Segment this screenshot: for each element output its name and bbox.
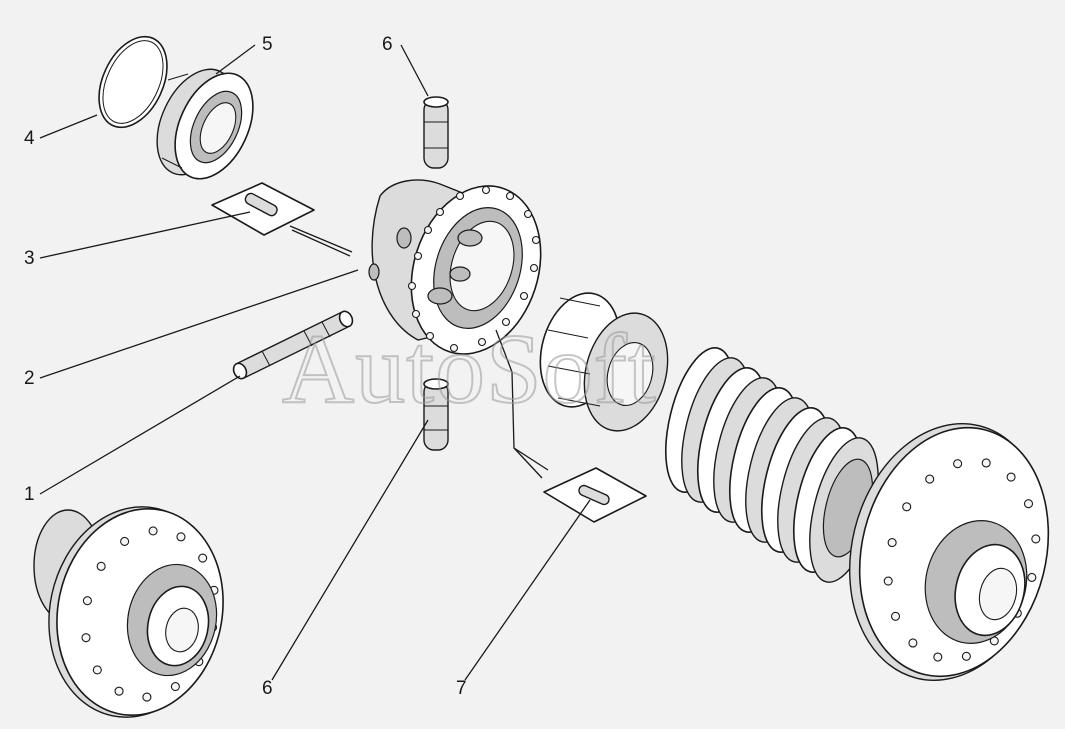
right-gear-hub-assembly <box>848 423 1050 681</box>
part-3-pin-inset <box>211 182 353 257</box>
bolt-hole <box>981 458 991 468</box>
callout-6-bottom: 6 <box>262 678 273 699</box>
side-gear-assembly <box>539 292 669 432</box>
watermark: AutoSoft <box>282 313 657 424</box>
callout-6-top: 6 <box>382 34 393 55</box>
part-5-bearing <box>156 68 254 180</box>
bolt-hole <box>92 665 102 675</box>
callout-1: 1 <box>24 484 35 505</box>
part-2-differential-case <box>368 179 542 355</box>
callout-7: 7 <box>456 678 467 699</box>
part-4-retaining-ring <box>98 35 168 129</box>
bolt-hole <box>953 459 963 469</box>
bolt-hole <box>925 474 935 484</box>
bolt-hole <box>114 686 124 696</box>
bolt-hole <box>887 538 897 548</box>
bolt-hole <box>142 692 152 702</box>
left-gear-hub-assembly <box>33 506 224 718</box>
bolt-hole <box>933 652 943 662</box>
bolt-hole <box>176 532 186 542</box>
leader-lines <box>39 44 591 681</box>
bolt-hole <box>81 633 91 643</box>
bolt-hole <box>1023 499 1034 509</box>
callout-2: 2 <box>24 368 35 389</box>
callout-5: 5 <box>262 34 273 55</box>
bolt-hole <box>170 681 180 692</box>
bolt-hole <box>198 553 208 563</box>
bolt-hole <box>82 596 92 606</box>
callout-3: 3 <box>24 248 35 269</box>
part-6-pin-top <box>423 96 449 169</box>
bolt-hole <box>1027 572 1037 582</box>
part-6-pin-bottom <box>423 378 449 451</box>
bolt-hole <box>908 638 918 648</box>
bolt-hole <box>120 536 130 547</box>
part-1-shaft <box>232 310 354 380</box>
bolt-hole <box>1031 534 1041 544</box>
bolt-hole <box>902 502 912 512</box>
callout-4: 4 <box>24 128 35 149</box>
bolt-hole <box>148 526 158 536</box>
bolt-hole <box>1006 472 1016 482</box>
bolt-hole <box>883 576 893 586</box>
callout-labels: 4 5 6 3 2 1 6 7 <box>24 34 467 699</box>
bolt-hole <box>961 651 971 661</box>
bolt-hole <box>96 561 106 571</box>
part-7-pin-inset <box>495 329 647 523</box>
bolt-hole <box>890 611 901 621</box>
